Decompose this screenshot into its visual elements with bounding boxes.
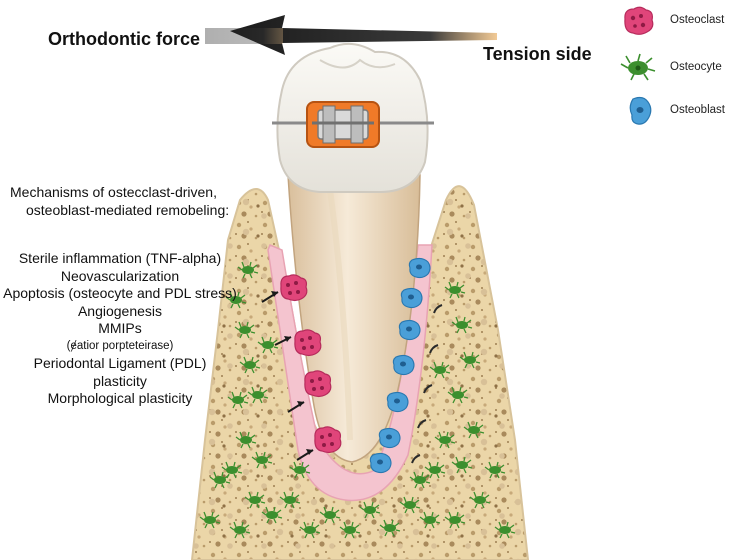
small-arrow <box>287 401 305 413</box>
osteoclast <box>314 426 342 454</box>
osteocyte <box>319 506 341 524</box>
mechanisms-list: Sterile inflammation (TNF-alpha) Neovasc… <box>0 250 240 408</box>
legend <box>620 6 656 125</box>
osteocyte <box>299 521 321 539</box>
mechanisms-title-line1: Mechanisms of ostecclast-driven, <box>10 184 217 200</box>
osteocyte <box>424 461 446 479</box>
osteocyte <box>429 361 451 379</box>
tension-arrow <box>417 419 427 429</box>
tension-arrow <box>423 384 433 394</box>
mechanism-item: plasticity <box>93 372 147 389</box>
osteocyte <box>229 521 251 539</box>
small-arrow <box>274 336 292 346</box>
resorption-arrows <box>261 291 443 464</box>
osteocyte <box>484 461 506 479</box>
osteocyte <box>261 506 283 524</box>
osteoclast <box>294 329 322 357</box>
osteoblast <box>392 354 415 376</box>
osteocyte <box>234 321 256 339</box>
osteocyte <box>447 386 469 404</box>
osteocyte <box>459 351 481 369</box>
osteocyte <box>379 519 401 537</box>
tension-arrow <box>429 344 439 354</box>
legend-osteocyte-label: Osteocyte <box>670 61 722 73</box>
force-arrow <box>205 15 497 55</box>
osteocyte-icon <box>620 53 656 81</box>
osteocyte <box>399 496 421 514</box>
osteocyte <box>409 471 431 489</box>
osteoblast <box>400 287 423 309</box>
mechanism-item: Angiogenesis <box>77 302 163 319</box>
osteocyte <box>237 261 259 279</box>
osteocyte-cells <box>199 261 516 539</box>
osteoblast <box>369 452 392 474</box>
osteocyte <box>257 336 279 354</box>
osteocyte <box>339 521 361 539</box>
legend-osteoblast-label: Osteoblast <box>670 104 725 116</box>
mechanism-item: MMIPs <box>98 320 142 336</box>
tension-arrow <box>411 454 421 464</box>
mechanisms-title-line2: osteoblast-mediated remobeling: <box>26 202 230 218</box>
osteocyte <box>451 456 473 474</box>
osteocyte <box>209 471 231 489</box>
osteocyte <box>469 491 491 509</box>
mechanism-item: Sterile inflammation (TNF-alpha) <box>18 250 222 266</box>
osteocyte <box>463 421 485 439</box>
osteoblast <box>386 391 409 413</box>
mechanism-item: Morphological plasticity <box>47 390 193 406</box>
osteoblast <box>378 427 401 449</box>
mechanism-item: Apoptosis (osteocyte and PDL stress) <box>3 285 237 301</box>
osteocyte <box>444 511 466 529</box>
osteocyte <box>225 291 247 309</box>
osteoclast <box>304 370 332 398</box>
mechanisms-title: Mechanisms of ostecclast-driven, osteobl… <box>10 183 229 219</box>
osteocyte <box>235 431 257 449</box>
tension-arrow <box>433 304 443 314</box>
orthodontic-force-label: Orthodontic force <box>48 29 200 49</box>
orthodontic-bracket <box>272 101 434 148</box>
osteocyte <box>419 511 441 529</box>
osteocyte <box>451 316 473 334</box>
small-arrow <box>296 449 314 461</box>
tension-side-label: Tension side <box>483 44 592 64</box>
small-arrow <box>261 291 279 303</box>
osteocyte <box>444 281 466 299</box>
mechanism-item: (ɇatior porpteteirase) <box>66 339 174 352</box>
osteocyte <box>227 391 249 409</box>
osteocyte <box>494 521 516 539</box>
mechanism-item: Periodontal Ligament (PDL) <box>33 355 207 371</box>
osteocyte <box>434 431 456 449</box>
osteocyte <box>251 451 273 469</box>
osteoblast-icon <box>629 96 652 125</box>
osteoblast <box>408 257 431 279</box>
osteoblast <box>398 319 421 341</box>
osteoclast-icon <box>624 6 654 35</box>
osteocyte <box>247 386 269 404</box>
osteocyte <box>244 491 266 509</box>
osteoclast <box>280 274 308 302</box>
osteocyte <box>239 356 261 374</box>
osteocyte <box>279 491 301 509</box>
osteocyte <box>359 501 381 519</box>
osteoclast-cells <box>280 274 342 454</box>
legend-osteoclast-label: Osteoclast <box>670 14 725 26</box>
osteocyte <box>199 511 221 529</box>
mechanism-item: Neovascularization <box>60 267 180 284</box>
osteocyte <box>221 461 243 479</box>
osteoblast-cells <box>369 257 431 474</box>
osteocyte <box>289 461 311 479</box>
